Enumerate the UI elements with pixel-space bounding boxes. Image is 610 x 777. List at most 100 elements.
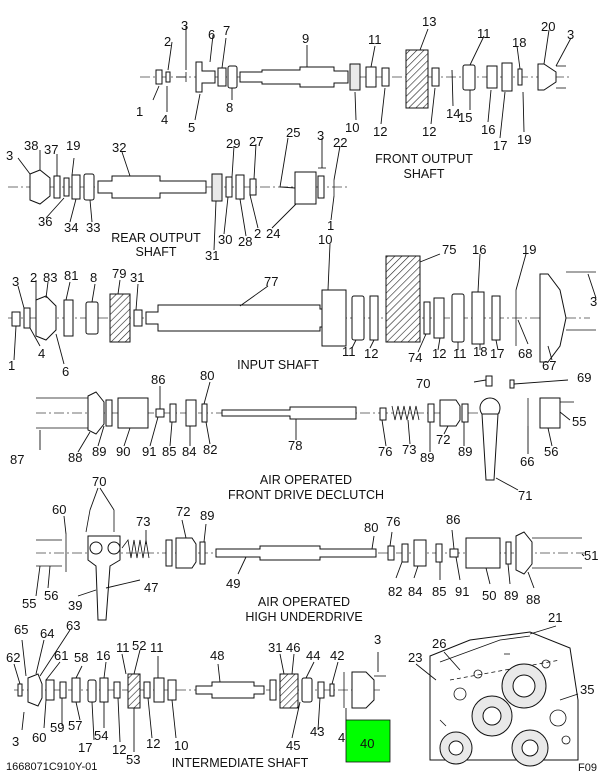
- callout: 2: [254, 226, 261, 241]
- ring-part-31: [269, 679, 277, 701]
- caption-air-front-1: AIR OPERATED: [260, 473, 352, 487]
- nut-part-91: [155, 408, 165, 418]
- seal-part-81: [63, 299, 74, 337]
- callout: 65: [14, 622, 28, 637]
- piston-part-88: [87, 391, 105, 435]
- fork-bore-2: [107, 541, 121, 555]
- callout: 22: [333, 135, 347, 150]
- callout: 71: [518, 488, 532, 503]
- callout: 17: [493, 138, 507, 153]
- callout: 16: [472, 242, 486, 257]
- figure-label: F09: [578, 762, 597, 774]
- bearing-part-16: [486, 65, 498, 89]
- callout: 27: [249, 134, 263, 149]
- callout: 4: [161, 112, 168, 127]
- callout: 48: [210, 648, 224, 663]
- washer-part-2: [165, 71, 171, 83]
- seal-part-89c: [505, 541, 512, 565]
- callout: 73: [136, 514, 150, 529]
- callout: 84: [408, 584, 422, 599]
- shift-rail-part-78: [221, 406, 357, 420]
- callout: 31: [268, 640, 282, 655]
- front-drive-declutch-assembly: [36, 375, 574, 491]
- bearing-part-11b: [462, 64, 476, 91]
- callout: 64: [40, 626, 54, 641]
- bearing-cone-part-10: [349, 63, 361, 91]
- seal-part-89: [105, 399, 113, 427]
- callout: 19: [517, 132, 531, 147]
- callout: 87: [10, 452, 24, 467]
- caption-air-high-2: HIGH UNDERDRIVE: [245, 610, 362, 624]
- callout: 72: [176, 504, 190, 519]
- bearing-cup-part-11: [365, 66, 377, 88]
- highlighted-part-box[interactable]: [345, 719, 391, 763]
- washer-part-4: [23, 307, 31, 329]
- spacer-part-12: [381, 67, 390, 87]
- callout: 3: [6, 148, 13, 163]
- callout: 72: [436, 432, 450, 447]
- callout: 11: [477, 26, 491, 41]
- flange-part-38: [29, 169, 51, 205]
- piston-part-72: [175, 537, 197, 569]
- callout: 88: [526, 592, 540, 607]
- callout: 89: [92, 444, 106, 459]
- callout: 10: [345, 120, 359, 135]
- callout: 42: [330, 648, 344, 663]
- callout: 57: [68, 718, 82, 733]
- bearing-part-8: [227, 65, 238, 89]
- callout: 80: [200, 368, 214, 383]
- highlighted-part-number[interactable]: 40: [360, 736, 374, 751]
- callout: 68: [518, 346, 532, 361]
- callout: 19: [66, 138, 80, 153]
- callout: 49: [226, 576, 240, 591]
- callout: 89: [420, 450, 434, 465]
- intermediate-shaft-part-48: [195, 681, 265, 699]
- callout: 3: [590, 294, 597, 309]
- callout: 33: [86, 220, 100, 235]
- ring-part-27: [249, 178, 257, 196]
- spacer-part-30: [225, 176, 233, 198]
- callout: 35: [580, 682, 594, 697]
- callout: 1: [8, 358, 15, 373]
- drawing-id: 1668071C910Y-01: [6, 761, 97, 773]
- caption-air-front-2: FRONT DRIVE DECLUTCH: [228, 488, 384, 502]
- callout: 3: [317, 128, 324, 143]
- callout: 12: [373, 124, 387, 139]
- piston-part-72: [439, 399, 461, 427]
- intermediate-callouts: 65 64 63 62 61 58 16 11 52 11 48 31 46 4…: [6, 610, 594, 767]
- callout: 31: [205, 248, 219, 263]
- gear-part-79: [109, 293, 131, 343]
- callout: 3: [12, 274, 19, 289]
- callout: 39: [68, 598, 82, 613]
- washer-part-18: [517, 68, 523, 86]
- callout: 86: [151, 372, 165, 387]
- callout: 10: [318, 232, 332, 247]
- callout: 18: [473, 344, 487, 359]
- bearing-part-17: [87, 679, 97, 703]
- spacer-part-12b: [143, 681, 151, 699]
- callout: 88: [68, 450, 82, 465]
- callout: 86: [446, 512, 460, 527]
- ring-part-31: [133, 309, 143, 327]
- bearing-part-8: [85, 301, 99, 335]
- bearing-part-28: [235, 174, 245, 200]
- bearing-part-16: [99, 677, 109, 703]
- callout: 26: [432, 636, 446, 651]
- cup-part-17: [491, 295, 501, 341]
- callout: 76: [378, 444, 392, 459]
- washer-part-74: [423, 301, 431, 335]
- cylinder-part-50: [465, 537, 501, 569]
- transfer-case-housing: [415, 625, 579, 767]
- callout: 60: [52, 502, 66, 517]
- callout: 34: [64, 220, 78, 235]
- callout: 25: [286, 125, 300, 140]
- callout: 54: [94, 728, 108, 743]
- bearing-part-58: [71, 677, 81, 703]
- callout: 11: [368, 32, 382, 47]
- callout: 63: [66, 618, 80, 633]
- nut-part-91: [449, 548, 459, 558]
- callout: 60: [32, 730, 46, 745]
- callout: 28: [238, 234, 252, 249]
- callout: 61: [54, 648, 68, 663]
- callout: 4: [38, 346, 45, 361]
